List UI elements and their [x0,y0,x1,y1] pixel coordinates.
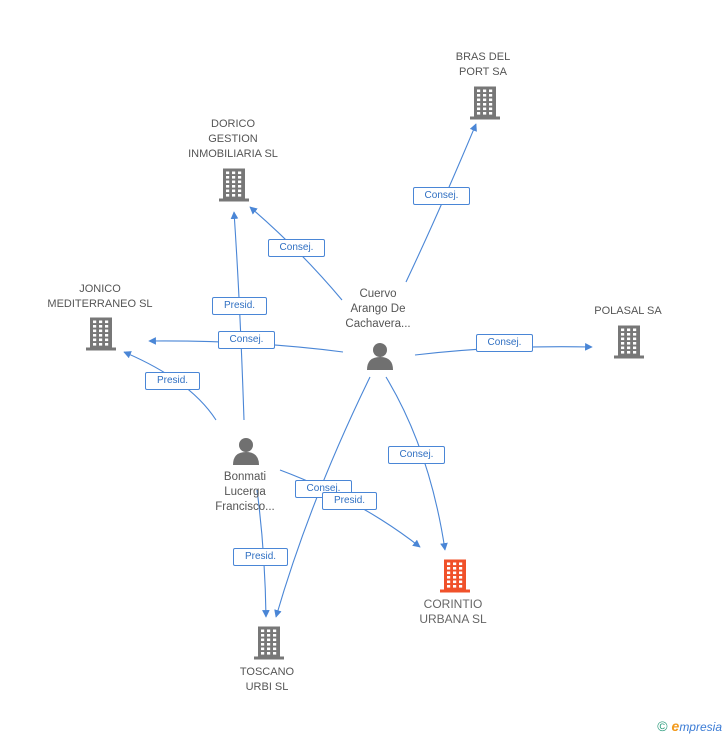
brand-name: mpresia [679,720,722,734]
brand-initial: e [671,718,680,734]
node-label-bonmati-lucerga[interactable]: Bonmati Lucerga Francisco... [215,471,275,513]
edge-label-presid-dorico[interactable]: Presid. [212,297,267,315]
corintio-building-icon[interactable] [440,559,470,593]
node-label-toscano-urbi[interactable]: TOSCANO URBI SL [239,666,295,693]
node-label-corintio-urbana[interactable]: CORINTIO URBANA SL [419,597,487,626]
empresia-watermark: ©empresia [657,718,722,734]
edge-label-consej-bras[interactable]: Consej. [413,187,470,205]
edge-label-presid-jonico[interactable]: Presid. [145,372,200,390]
dorico-building-icon[interactable] [219,168,249,202]
edge-label-presid-toscano[interactable]: Presid. [233,548,288,566]
node-label-cuervo-arango[interactable]: Cuervo Arango De Cachavera... [345,288,411,330]
edge-cuervo-bras [405,123,477,283]
node-label-jonico-mediterraneo[interactable]: JONICO MEDITERRANEO SL [47,283,153,310]
edge-label-consej-corintio[interactable]: Consej. [388,446,445,464]
jonico-building-icon[interactable] [86,317,116,351]
polasal-building-icon[interactable] [614,325,644,359]
node-label-bras-del-port[interactable]: BRAS DEL PORT SA [455,51,511,78]
node-label-polasal[interactable]: POLASAL SA [594,305,662,317]
edge-bonmati-dorico [230,211,245,421]
cuervo-person-icon[interactable] [367,343,393,370]
bras-building-icon[interactable] [470,86,500,120]
edge-cuervo-toscano [274,376,371,618]
edge-label-consej-jonico[interactable]: Consej. [218,331,275,349]
node-label-dorico-gestion[interactable]: DORICO GESTION INMOBILIARIA SL [188,118,278,160]
toscano-building-icon[interactable] [254,626,284,660]
edge-label-presid-corintio[interactable]: Presid. [322,492,377,510]
copyright-symbol: © [657,718,668,734]
bonmati-person-icon[interactable] [233,438,259,465]
edge-label-consej-polasal[interactable]: Consej. [476,334,533,352]
edge-label-consej-dorico[interactable]: Consej. [268,239,325,257]
